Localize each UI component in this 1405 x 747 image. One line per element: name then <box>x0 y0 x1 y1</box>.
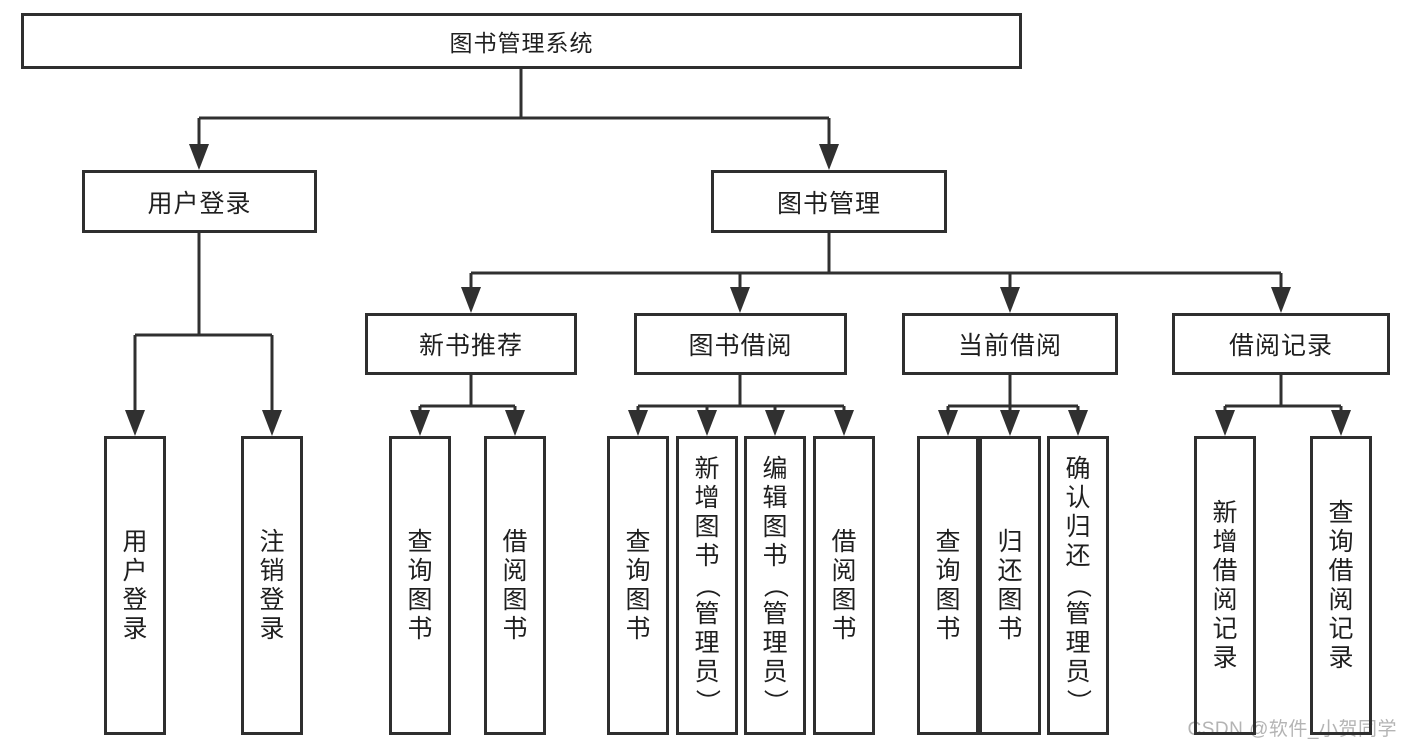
arrow-down-icon <box>697 410 717 436</box>
node-new-book-recommend-label: 新书推荐 <box>418 332 523 360</box>
node-root-label: 图书管理系统 <box>449 30 594 56</box>
arrow-down-icon <box>819 144 839 170</box>
leaf-confirm-return-admin: 确认归还（管理员） <box>1047 436 1109 735</box>
arrow-down-icon <box>461 287 481 313</box>
connector-book-management-branch <box>469 233 1283 289</box>
arrow-down-icon <box>834 410 854 436</box>
connector-user-login-branch <box>133 233 274 412</box>
node-borrow-records-label: 借阅记录 <box>1228 332 1333 360</box>
leaf-add-borrow-record-label: 新增借阅记录 <box>1212 498 1238 672</box>
leaf-user-login: 用户登录 <box>104 436 166 735</box>
leaf-borrow-books: 借阅图书 <box>813 436 875 735</box>
arrow-down-icon <box>1000 287 1020 313</box>
leaf-query-books-current: 查询图书 <box>917 436 979 735</box>
node-book-borrow: 图书借阅 <box>634 313 847 375</box>
leaf-query-books-recommend-label: 查询图书 <box>407 527 433 643</box>
arrow-down-icon <box>410 410 430 436</box>
leaf-edit-book-admin-label: 编辑图书（管理员） <box>761 455 790 715</box>
arrow-down-icon <box>1215 410 1235 436</box>
node-borrow-records: 借阅记录 <box>1172 313 1390 375</box>
node-new-book-recommend: 新书推荐 <box>365 313 577 375</box>
arrow-down-icon <box>730 287 750 313</box>
connector-borrow-records-branch <box>1223 375 1343 412</box>
node-book-management: 图书管理 <box>711 170 947 233</box>
leaf-add-book-admin-label: 新增图书（管理员） <box>693 455 722 715</box>
leaf-borrow-books-label: 借阅图书 <box>831 527 857 643</box>
leaf-add-book-admin: 新增图书（管理员） <box>676 436 738 735</box>
arrow-down-icon <box>1331 410 1351 436</box>
connector-new-book-branch <box>418 375 517 412</box>
leaf-query-books-recommend: 查询图书 <box>389 436 451 735</box>
arrow-down-icon <box>628 410 648 436</box>
leaf-logout-label: 注销登录 <box>259 527 285 643</box>
leaf-edit-book-admin: 编辑图书（管理员） <box>744 436 806 735</box>
node-current-borrow: 当前借阅 <box>902 313 1118 375</box>
arrow-down-icon <box>505 410 525 436</box>
arrow-down-icon <box>189 144 209 170</box>
leaf-user-login-label: 用户登录 <box>122 527 148 643</box>
leaf-return-book: 归还图书 <box>979 436 1041 735</box>
connector-book-borrow-branch <box>636 375 846 412</box>
leaf-return-book-label: 归还图书 <box>997 527 1023 643</box>
arrow-down-icon <box>938 410 958 436</box>
node-book-borrow-label: 图书借阅 <box>688 332 793 360</box>
connector-root-to-level2 <box>197 69 831 146</box>
arrow-down-icon <box>262 410 282 436</box>
leaf-borrow-books-recommend-label: 借阅图书 <box>502 527 528 643</box>
arrow-down-icon <box>1271 287 1291 313</box>
leaf-query-books-borrow-label: 查询图书 <box>625 527 651 643</box>
leaf-confirm-return-admin-label: 确认归还（管理员） <box>1064 455 1093 715</box>
leaf-query-books-borrow: 查询图书 <box>607 436 669 735</box>
node-current-borrow-label: 当前借阅 <box>957 332 1062 360</box>
arrow-down-icon <box>125 410 145 436</box>
leaf-query-books-current-label: 查询图书 <box>935 527 961 643</box>
node-book-management-label: 图书管理 <box>776 189 881 218</box>
leaf-borrow-books-recommend: 借阅图书 <box>484 436 546 735</box>
connector-current-borrow-branch <box>946 375 1080 412</box>
leaf-query-borrow-record-label: 查询借阅记录 <box>1328 498 1354 672</box>
arrow-down-icon <box>1068 410 1088 436</box>
node-user-login-label: 用户登录 <box>147 189 252 218</box>
leaf-query-borrow-record: 查询借阅记录 <box>1310 436 1372 735</box>
arrow-down-icon <box>1000 410 1020 436</box>
arrow-down-icon <box>765 410 785 436</box>
watermark: CSDN @软件_小贺同学 <box>1187 719 1397 740</box>
leaf-logout: 注销登录 <box>241 436 303 735</box>
node-root: 图书管理系统 <box>21 13 1022 69</box>
leaf-add-borrow-record: 新增借阅记录 <box>1194 436 1256 735</box>
node-user-login: 用户登录 <box>82 170 317 233</box>
